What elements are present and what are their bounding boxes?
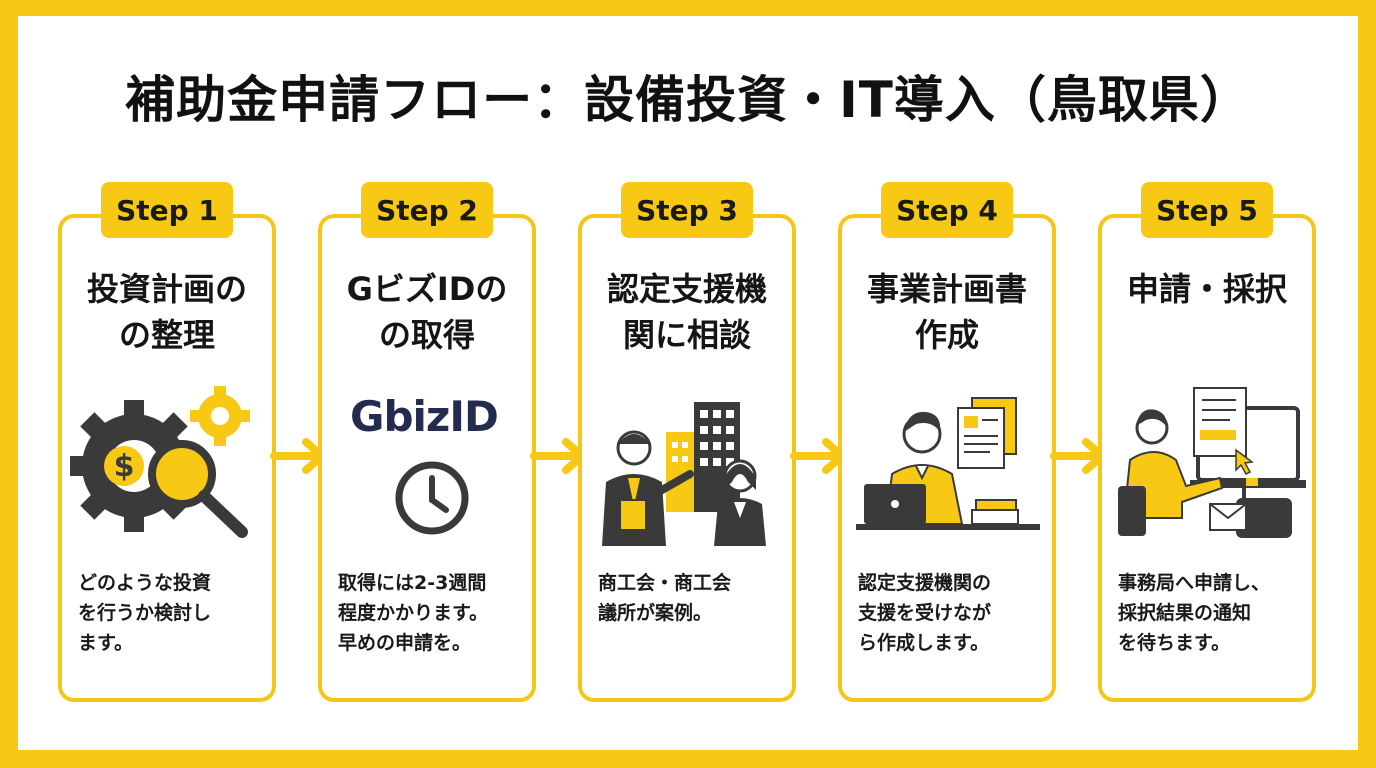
step-illustration: GbizID: [330, 386, 526, 546]
step-title: 申請・採択: [1126, 270, 1287, 308]
consultation-people-icon: [602, 402, 766, 546]
page-title: 補助金申請フロー：設備投資・IT導入（鳥取県）: [125, 71, 1251, 129]
svg-text:$: $: [114, 449, 135, 484]
step-badge-1: Step 1: [101, 182, 233, 238]
step-badge-4: Step 4: [881, 182, 1013, 238]
step-description: 事務局へ申請し、 採択結果の通知 を待ちます。: [1118, 572, 1271, 654]
step-badge-3: Step 3: [621, 182, 753, 238]
step-description: 商工会・商工会 議所が案例。: [598, 572, 732, 624]
diagram-frame: 補助金申請フロー：設備投資・IT導入（鳥取県） 投資計画の の整理 $: [18, 16, 1358, 750]
clock-icon: [395, 461, 469, 535]
step-description: 取得には2-3週間 程度かかります。 早めの申請を。: [338, 572, 489, 654]
step-card-4: 事業計画書 作成 認定支援機関の 支援を受けなが ら作成します。: [838, 214, 1056, 702]
step-card-1: 投資計画の の整理 $: [58, 214, 276, 702]
step-title: 投資計画の の整理: [86, 270, 247, 354]
step-card-2: GビズIDの の取得 GbizID 取得には2-3週間 程度かかります。 早めの…: [318, 214, 536, 702]
step-title: GビズIDの の取得: [346, 270, 508, 354]
step-card-5: 申請・採択 事務局へ申請し、 採択結果の通知 を待ちます。: [1098, 214, 1316, 702]
person-laptop-documents-icon: [856, 397, 1040, 530]
step-description: 認定支援機関の 支援を受けなが ら作成します。: [858, 572, 992, 654]
submission-mailbox-icon: [1118, 387, 1306, 538]
gbizid-logo: GbizID: [350, 392, 499, 441]
step-title: 事業計画書 作成: [866, 270, 1027, 354]
step-badge-2: Step 2: [361, 182, 493, 238]
gear-money-magnifier-icon: $: [70, 386, 250, 538]
step-card-3: 認定支援機 関に相談 商工会・商工会 議所が案例。: [578, 214, 796, 702]
step-badge-5: Step 5: [1141, 182, 1273, 238]
step-description: どのような投資 を行うか検討し ます。: [78, 572, 212, 654]
step-title: 認定支援機 関に相談: [606, 270, 767, 354]
